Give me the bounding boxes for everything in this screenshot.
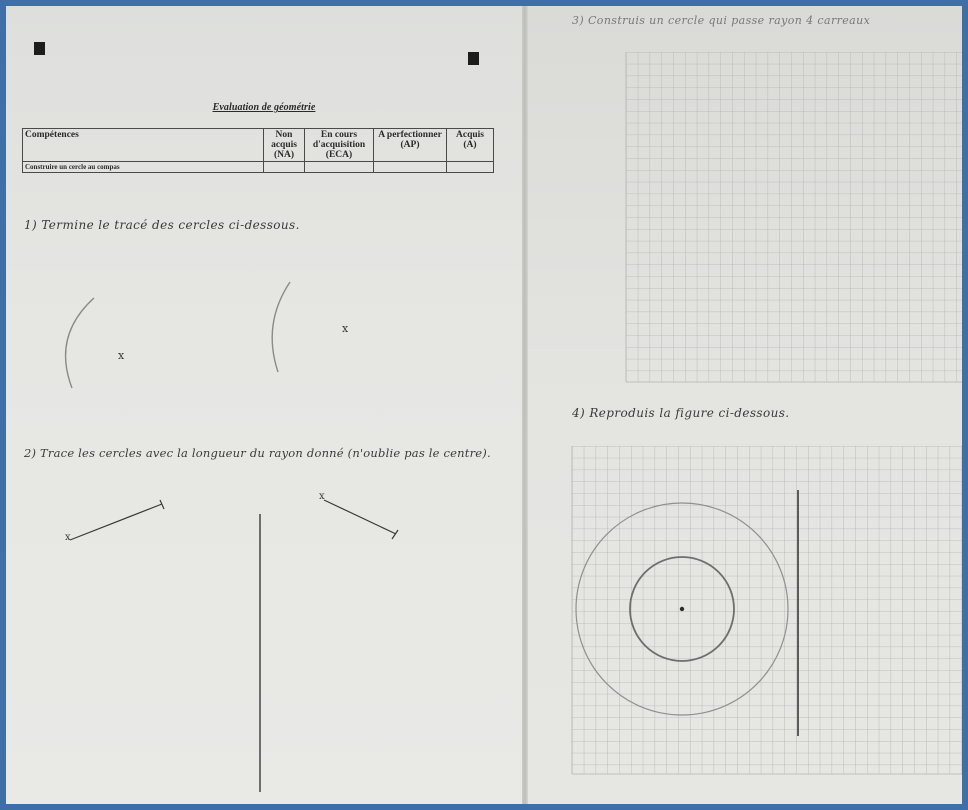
exercise-1-drawings xyxy=(64,281,291,389)
exercise-3-instruction: 3) Construis un cercle qui passe rayon 4… xyxy=(572,14,871,27)
segment-center-mark: x xyxy=(65,532,72,543)
large-circle xyxy=(575,502,789,716)
page-fold xyxy=(522,6,528,804)
radius-segment xyxy=(69,503,163,541)
table-header-cell: En cours d'acquisition (ECA) xyxy=(304,128,374,162)
exercise-1-instruction: 1) Termine le tracé des cercles ci-desso… xyxy=(24,218,300,232)
table-header-cell: Compétences xyxy=(22,128,264,162)
exercise-2-instruction: 2) Trace les cercles avec la longueur du… xyxy=(24,446,491,460)
right-worksheet-page: 3) Construis un cercle qui passe rayon 4… xyxy=(528,6,962,804)
segment-end-tick xyxy=(391,529,399,540)
partial-circle-arc xyxy=(271,281,291,373)
partial-circle-arc xyxy=(64,297,95,389)
table-header-cell: A perfectionner (AP) xyxy=(373,128,447,162)
registration-mark-right xyxy=(468,52,479,65)
competence-table: Compétences Non acquis (NA) En cours d'a… xyxy=(22,128,494,173)
photo-frame: Evaluation de géométrie Compétences Non … xyxy=(6,6,962,804)
table-cell xyxy=(446,161,494,173)
exercise-2-radius-segments xyxy=(69,499,399,792)
table-header-cell: Non acquis (NA) xyxy=(263,128,305,162)
segment-end-tick xyxy=(159,499,165,510)
table-header-cell: Acquis (A) xyxy=(446,128,494,162)
table-row: Construire un cercle au compas xyxy=(22,161,494,173)
radius-segment xyxy=(323,499,397,535)
registration-mark-left xyxy=(34,42,45,55)
table-header-row: Compétences Non acquis (NA) En cours d'a… xyxy=(22,128,494,162)
exercise-4-instruction: 4) Reproduis la figure ci-dessous. xyxy=(572,406,790,420)
circle-center-mark: x xyxy=(342,322,349,335)
circle-center-dot xyxy=(679,606,685,612)
left-worksheet-page: Evaluation de géométrie Compétences Non … xyxy=(6,6,522,804)
squared-grid xyxy=(572,446,962,774)
squared-grid xyxy=(626,52,962,382)
segment-center-mark: x xyxy=(319,491,326,502)
evaluation-title: Evaluation de géométrie xyxy=(212,102,316,113)
small-circle xyxy=(629,556,735,662)
circle-center-mark: x xyxy=(118,349,125,362)
grid-area-exercise-3 xyxy=(571,52,962,775)
